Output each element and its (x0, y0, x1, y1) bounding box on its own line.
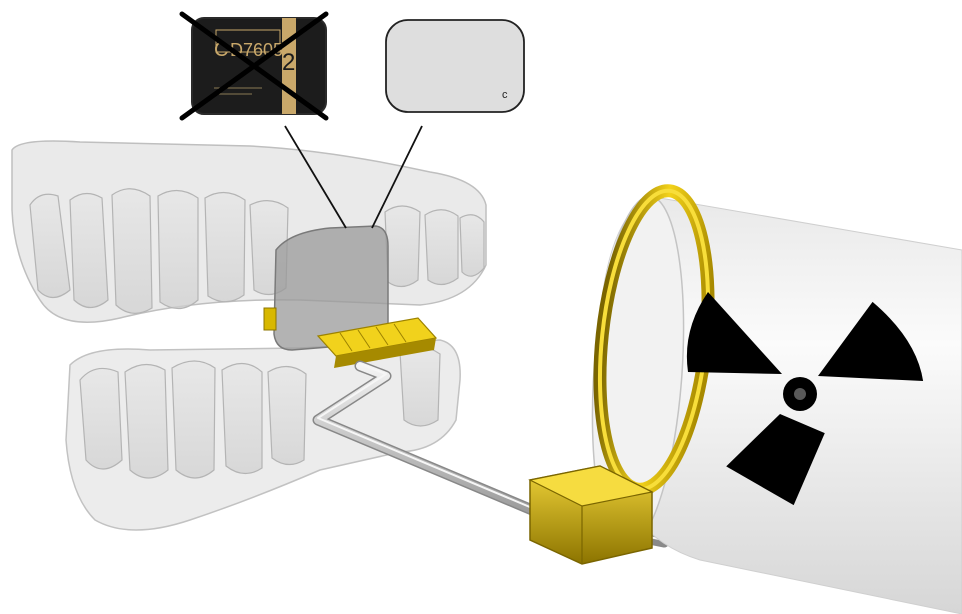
film-card: C D7605 2 (192, 18, 326, 114)
sensor-plate-label: c (502, 89, 508, 101)
film-size-number: 2 (282, 49, 295, 76)
sensor-side-clip (264, 308, 276, 330)
sensor-plate-callout: c (386, 20, 524, 112)
